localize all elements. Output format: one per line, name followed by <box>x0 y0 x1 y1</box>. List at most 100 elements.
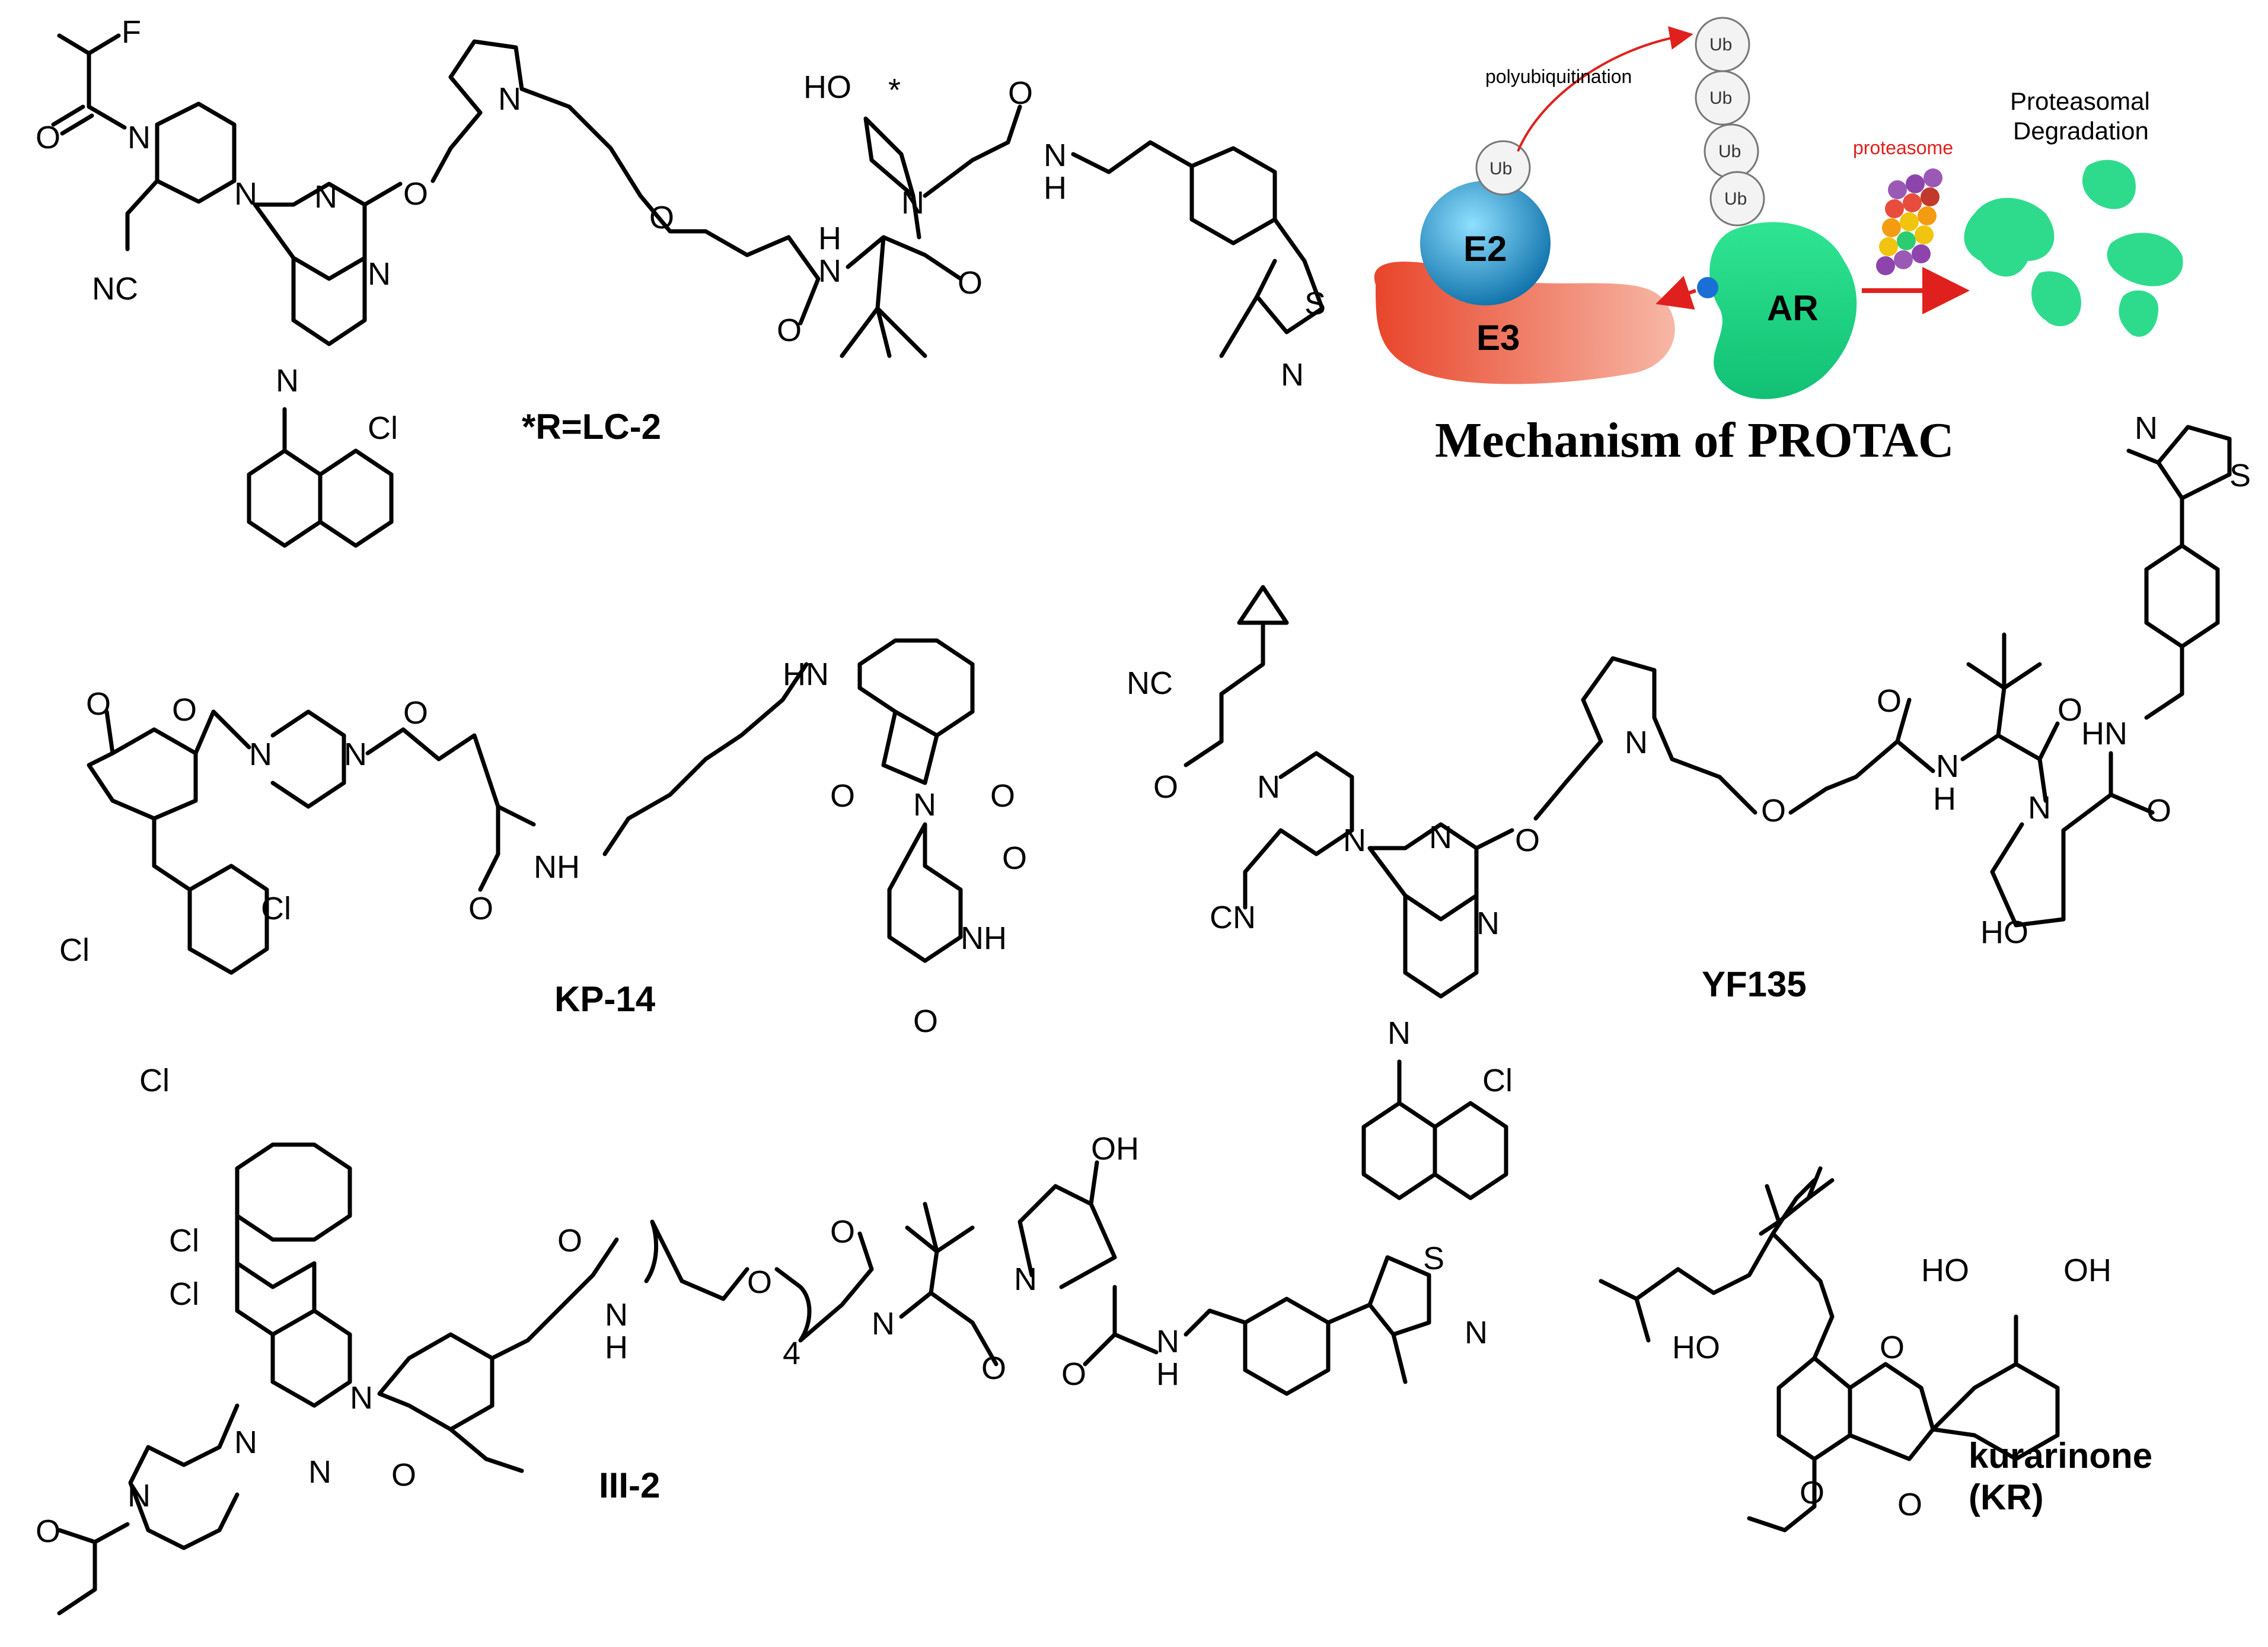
atom-o: O <box>777 313 802 348</box>
ub-chain-2-label: Ub <box>1709 88 1732 108</box>
atom-n: N <box>605 1297 628 1333</box>
atom-ho: HO <box>1672 1330 1720 1365</box>
iii2-structure: Cl Cl N N O N N O O N H O 4 O N O N OH O… <box>36 1131 1488 1616</box>
atom-o: O <box>468 891 493 926</box>
atom-o: O <box>830 1214 855 1250</box>
atom-n: N <box>249 737 272 772</box>
atom-nc: NC <box>92 271 138 307</box>
atom-o: O <box>1061 1356 1086 1392</box>
atom-n: N <box>818 253 841 289</box>
ub-chain-4-label: Ub <box>1724 189 1747 209</box>
lc2-label: *R=LC-2 <box>522 407 661 447</box>
atom-cl: Cl <box>261 891 291 926</box>
atom-n: N <box>344 737 367 772</box>
kp14-label: KP-14 <box>554 979 656 1019</box>
atom-o: O <box>403 695 428 731</box>
atom-cl: Cl <box>139 1063 170 1098</box>
protac-mechanism: E3 E2 Ub polyubiquitination Ub Ub Ub Ub … <box>1374 17 2183 468</box>
atom-o: O <box>747 1264 772 1300</box>
ub-chain-1-label: Ub <box>1709 35 1732 55</box>
atom-ho: HO <box>803 69 851 105</box>
atom-n: N <box>498 81 521 117</box>
e3-label: E3 <box>1476 318 1520 358</box>
atom-o: O <box>1761 793 1786 829</box>
atom-o: O <box>990 778 1015 814</box>
atom-h: H <box>1156 1356 1179 1392</box>
atom-o: O <box>403 176 428 212</box>
atom-o: O <box>1515 823 1540 858</box>
atom-n: N <box>1625 725 1648 760</box>
protac-link-arrow <box>1655 276 1696 310</box>
atom-o: O <box>1877 683 1902 719</box>
ub-chain-4 <box>1709 171 1765 227</box>
atom-cl: Cl <box>368 410 398 446</box>
atom-n: N <box>308 1454 331 1490</box>
ub-chain-3-label: Ub <box>1718 142 1741 161</box>
e2-enzyme-shape <box>1420 181 1551 305</box>
atom-n: N <box>368 256 391 292</box>
atom-nc: NC <box>1127 665 1173 701</box>
atom-n: N <box>234 1425 257 1460</box>
atom-n: N <box>1044 138 1067 173</box>
atom-o: O <box>649 200 674 235</box>
atom-n: N <box>1936 748 1959 784</box>
lc2-structure: F O N NC N N N N Cl O N O O H N O HO * N… <box>36 14 1326 548</box>
atom-n: N <box>872 1306 895 1342</box>
atom-n: N <box>2135 410 2158 446</box>
ar-label: AR <box>1767 288 1819 328</box>
ligand-dot <box>1697 277 1718 298</box>
atom-n: N <box>1343 823 1366 858</box>
atom-o: O <box>958 265 983 301</box>
atom-ho: HO <box>1980 915 2028 950</box>
kurarinone-label-abbr: (KR) <box>1969 1477 2044 1517</box>
atom-cl: Cl <box>1482 1063 1513 1098</box>
atom-n: N <box>1429 820 1452 855</box>
atom-cl: Cl <box>169 1223 199 1259</box>
atom-cl: Cl <box>169 1276 199 1312</box>
atom-n: N <box>1476 906 1500 941</box>
e2-label: E2 <box>1463 229 1507 269</box>
yf135-structure: NC O N CN N N N N Cl O N O O N H O N HO … <box>1127 410 2251 1200</box>
atom-cl: Cl <box>59 932 90 968</box>
ub-circle-single <box>1475 140 1531 196</box>
atom-ho: HO <box>1921 1253 1969 1288</box>
polyubiquitination-arrow <box>1517 26 1693 152</box>
ub-chain-2 <box>1695 70 1750 126</box>
ub-label: Ub <box>1489 159 1512 179</box>
atom-s: S <box>2229 458 2251 493</box>
atom-o: O <box>1897 1487 1922 1522</box>
atom-f: F <box>122 14 141 50</box>
atom-n: N <box>901 185 924 221</box>
atom-o: O <box>1002 840 1027 876</box>
atom-n: N <box>350 1380 373 1416</box>
atom-o: O <box>1880 1330 1905 1365</box>
atom-o: O <box>172 692 197 728</box>
atom-hn: HN <box>2081 716 2127 751</box>
atom-o: O <box>391 1457 416 1493</box>
degradation-label-line1: Proteasomal <box>2010 87 2150 115</box>
degraded-fragments <box>1964 160 2183 337</box>
atom-o: O <box>1800 1475 1824 1511</box>
atom-n: N <box>276 363 299 399</box>
atom-h: H <box>1044 170 1067 206</box>
polyubiquitination-label: polyubiquitination <box>1485 66 1632 87</box>
atom-s: S <box>1304 286 1326 321</box>
yf135-label: YF135 <box>1702 964 1807 1004</box>
atom-n: N <box>1156 1324 1179 1359</box>
atom-hn: HN <box>783 657 829 692</box>
proteasome-icon <box>1876 168 1942 275</box>
atom-n: N <box>1387 1015 1411 1051</box>
atom-o: O <box>2058 692 2082 728</box>
atom-n: N <box>1465 1315 1488 1350</box>
atom-star: * <box>888 72 901 108</box>
atom-h: H <box>818 221 841 256</box>
atom-h: H <box>605 1330 628 1365</box>
atom-o: O <box>1008 75 1033 111</box>
kurarinone-label: kurarinone <box>1969 1436 2152 1476</box>
proteasome-label: proteasome <box>1853 137 1953 158</box>
atom-o: O <box>2146 793 2171 829</box>
mechanism-title: Mechanism of PROTAC <box>1435 413 1954 468</box>
atom-nh: NH <box>534 849 580 885</box>
atom-four: 4 <box>783 1336 800 1371</box>
